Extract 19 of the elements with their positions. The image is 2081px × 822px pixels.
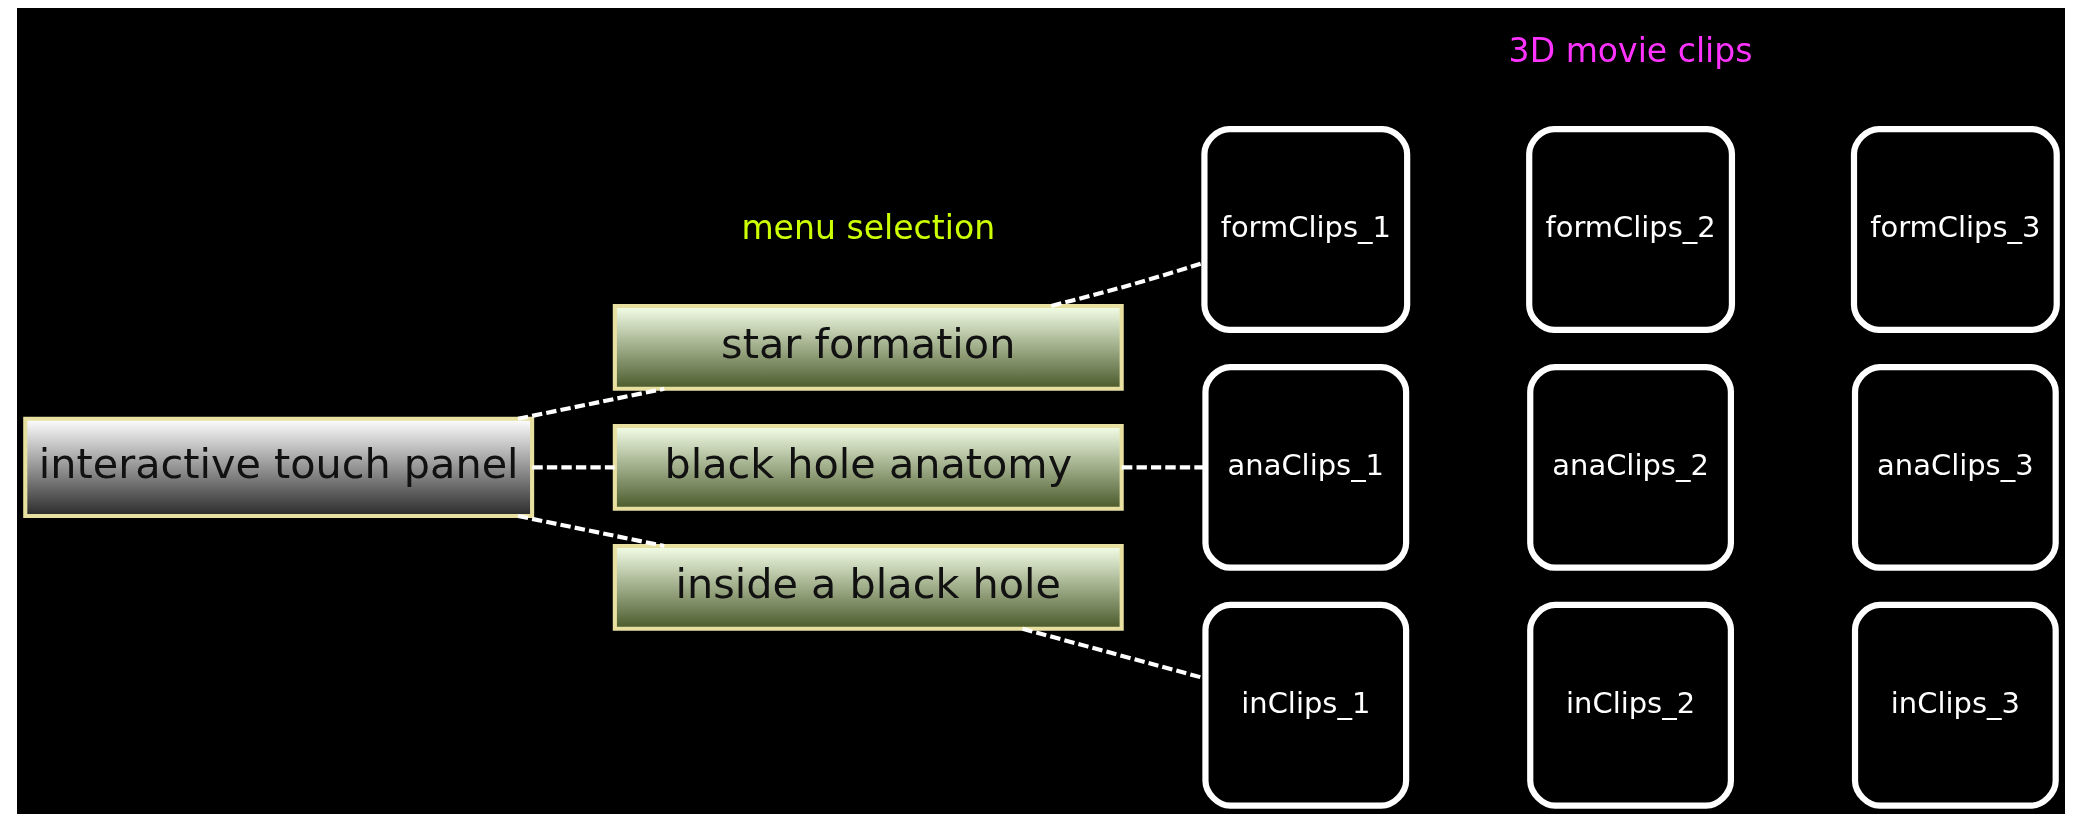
- node-box: formClips_2: [1525, 126, 1735, 333]
- node-box: anaClips_2: [1526, 363, 1734, 571]
- node-box: anaClips_1: [1201, 363, 1409, 571]
- connector: [517, 386, 665, 421]
- node-box: inside a black hole: [612, 543, 1124, 631]
- node-box: star formation: [612, 303, 1124, 391]
- label: 3D movie clips: [1508, 30, 1753, 70]
- node-box: interactive touch panel: [22, 416, 534, 519]
- connector: [531, 465, 615, 470]
- label: menu selection: [740, 208, 995, 248]
- node-box: inClips_1: [1201, 601, 1409, 809]
- node-box: inClips_2: [1526, 601, 1734, 809]
- node-box: formClips_3: [1850, 126, 2060, 333]
- node-box: inClips_3: [1851, 601, 2059, 809]
- connector: [517, 514, 665, 548]
- node-box: black hole anatomy: [612, 423, 1124, 511]
- connector: [1121, 465, 1205, 470]
- node-box: anaClips_3: [1851, 363, 2059, 571]
- node-box: formClips_1: [1200, 126, 1410, 333]
